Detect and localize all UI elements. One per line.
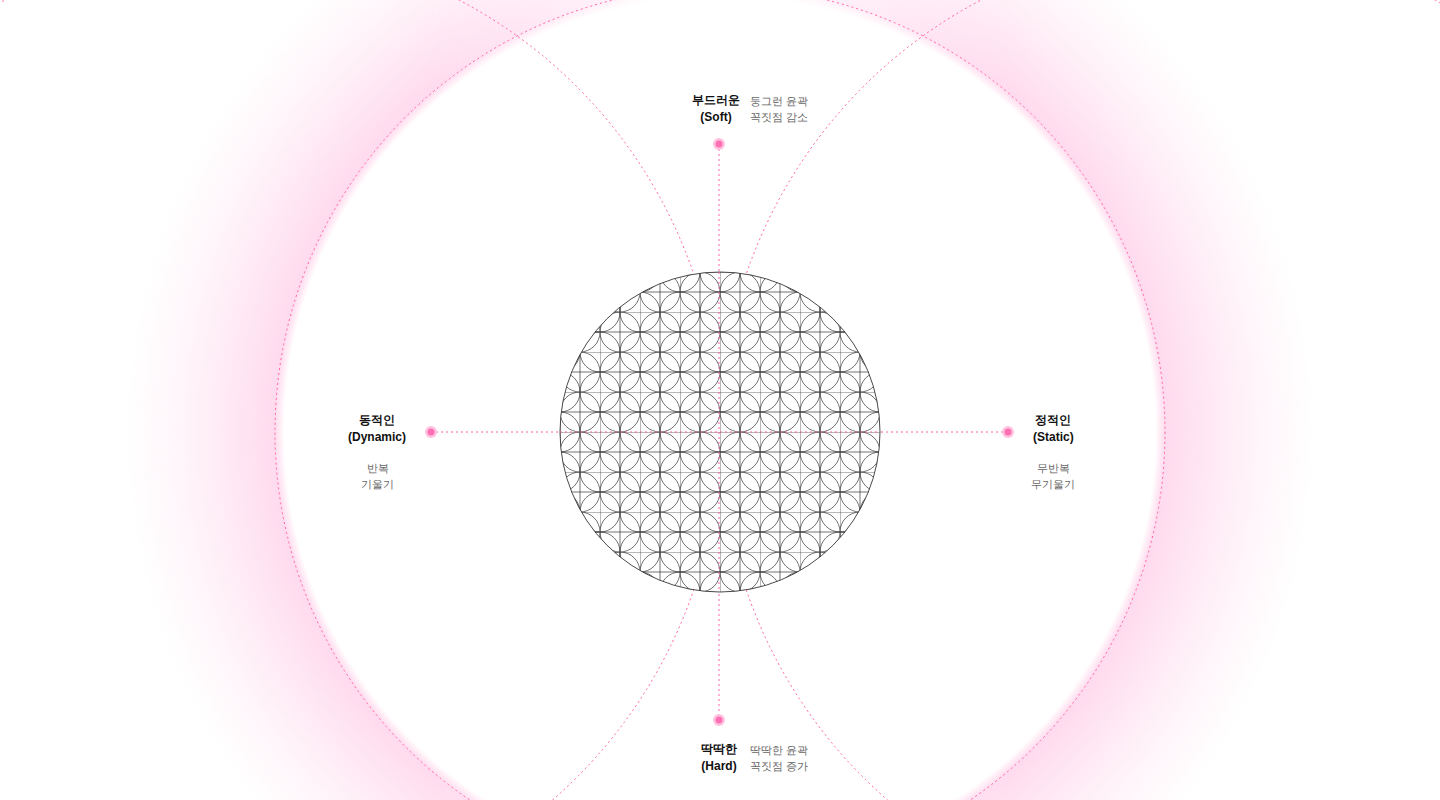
axis-heading: 부드러운 (Soft) (692, 92, 740, 126)
axis-note: 반복 기울기 (361, 460, 394, 492)
circle-pattern (560, 272, 880, 592)
axis-heading: 정적인 (Static) (1033, 412, 1074, 446)
axis-heading: 딱딱한 (Hard) (701, 741, 737, 775)
axis-note: 딱딱한 윤곽 꼭짓점 증가 (750, 742, 820, 774)
pole-dots (425, 138, 1014, 726)
axis-note: 무반복 무기울기 (1031, 460, 1075, 492)
axis-note: 둥그런 윤곽 꼭짓점 감소 (750, 93, 820, 125)
axis-heading: 동적인 (Dynamic) (348, 412, 406, 446)
